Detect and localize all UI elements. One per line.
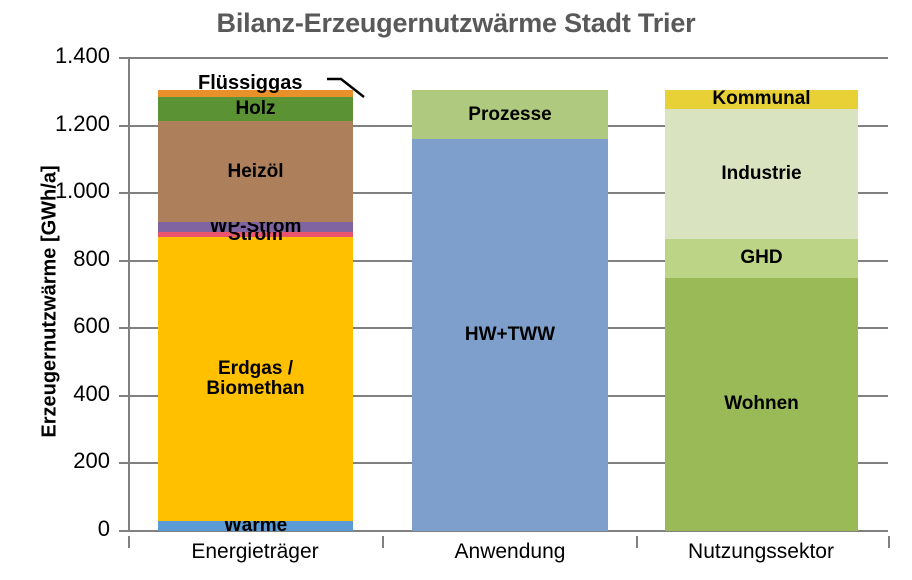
gridline-0	[128, 530, 888, 532]
segment-label: Wohnen	[724, 393, 799, 415]
y-tick-0	[119, 530, 128, 532]
bar-segment-holz[interactable]: Holz	[158, 96, 353, 122]
segment-label: GHD	[740, 247, 783, 269]
y-axis-label-600: 600	[73, 313, 110, 339]
y-tick-1.200	[119, 124, 128, 127]
y-axis-label-1.000: 1.000	[54, 178, 110, 204]
y-tick-600	[119, 327, 128, 330]
segment-label: Kommunal	[712, 88, 811, 110]
bar-nutzungssektor[interactable]: Wohnen GHD Industrie Kommunal	[665, 58, 858, 531]
bar-segment-wp-strom[interactable]: WP-Strom	[158, 217, 353, 236]
y-axis-label-1.200: 1.200	[54, 110, 110, 136]
bar-segment-prozesse[interactable]: Prozesse	[412, 90, 608, 140]
y-tick-400	[119, 394, 128, 397]
segment-label: Industrie	[721, 162, 802, 184]
x-axis-labels: Energieträger Anwendung Nutzungssektor	[128, 536, 890, 576]
bar-segment-kommunal[interactable]: Kommunal	[665, 88, 858, 110]
callout-label-fluessiggas: Flüssiggas	[198, 72, 303, 94]
bar-segment-wärme[interactable]: Wärme	[158, 516, 353, 535]
bar-segment-heizöl[interactable]: Heizöl	[158, 121, 353, 222]
x-axis-separator-2	[636, 536, 638, 548]
y-tick-200	[119, 462, 128, 465]
x-axis-label-nutzungssektor: Nutzungssektor	[688, 540, 834, 563]
y-tick-1.400	[119, 57, 128, 59]
bar-segment-hw+tww[interactable]: HW+TWW	[412, 139, 608, 531]
bar-segment-strom[interactable]: Strom	[158, 224, 353, 244]
y-axis-line	[128, 58, 130, 532]
x-axis-separator-0	[128, 536, 130, 548]
x-axis-label-anwendung: Anwendung	[454, 540, 566, 563]
y-axis-label-1.400: 1.400	[54, 43, 110, 68]
segment-label: HW+TWW	[464, 324, 556, 346]
chart-title: Bilanz-Erzeugernutzwärme Stadt Trier	[216, 8, 696, 38]
bar-anwendung[interactable]: HW+TWW Prozesse	[412, 58, 608, 531]
y-axis-label-0: 0	[97, 516, 110, 541]
y-tick-1.000	[119, 192, 128, 195]
y-axis-label-200: 200	[73, 448, 110, 474]
x-axis-separator-1	[382, 536, 384, 548]
bar-segment-erdgas---biomethan[interactable]: Erdgas / Biomethan	[158, 237, 353, 521]
x-axis-label-energieträger: Energieträger	[191, 540, 319, 563]
segment-label: Erdgas / Biomethan	[206, 358, 305, 399]
bar-segment-industrie[interactable]: Industrie	[665, 108, 858, 239]
y-tick-800	[119, 259, 128, 262]
y-axis-label-400: 400	[73, 380, 110, 406]
segment-label: Holz	[235, 98, 276, 120]
bar-segment-flüssiggas[interactable]	[158, 90, 353, 97]
segment-label: Heizöl	[227, 160, 284, 182]
bar-segment-wohnen[interactable]: Wohnen	[665, 277, 858, 531]
bar-segment-ghd[interactable]: GHD	[665, 238, 858, 278]
y-axis-label-800: 800	[73, 245, 110, 271]
gridline-1.400	[128, 57, 888, 59]
x-axis-separator-3	[888, 536, 890, 548]
segment-label: Prozesse	[468, 103, 552, 125]
